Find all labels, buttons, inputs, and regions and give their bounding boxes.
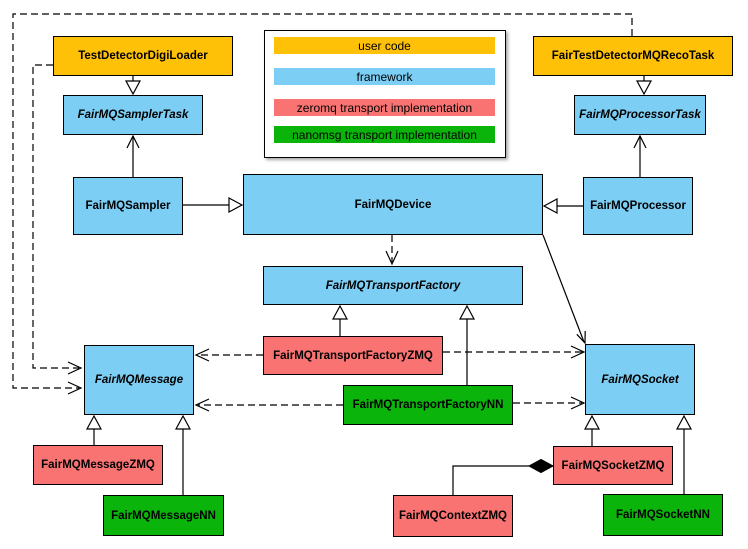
legend-item-nanomsg: nanomsg transport implementation	[274, 126, 495, 143]
edge-device-socket	[542, 234, 586, 345]
legend-item-user-code: user code	[274, 37, 495, 54]
edge-factorynn-factory	[458, 304, 476, 385]
edge-digiloader-samplertask	[124, 76, 142, 96]
legend-item-framework: framework	[274, 68, 495, 85]
node-fair-test-detector-mq-reco-task: FairTestDetectorMQRecoTask	[533, 36, 733, 76]
edge-digiloader-message	[32, 64, 83, 375]
node-fairmq-sampler-task: FairMQSamplerTask	[63, 95, 203, 135]
edge-device-transportfactory	[385, 235, 399, 266]
node-fairmq-context-zmq: FairMQContextZMQ	[393, 495, 513, 537]
edge-contextzmq-socketzmq	[452, 458, 555, 495]
node-fairmq-processor-task: FairMQProcessorTask	[574, 95, 706, 135]
edge-factorynn-message	[194, 398, 343, 412]
edge-factoryzmq-message	[194, 348, 263, 362]
legend-item-zeromq: zeromq transport implementation	[274, 99, 495, 116]
node-fairmq-processor: FairMQProcessor	[583, 177, 693, 235]
edge-recotask-message	[12, 13, 633, 395]
node-fairmq-transport-factory: FairMQTransportFactory	[263, 266, 523, 305]
node-test-detector-digi-loader: TestDetectorDigiLoader	[53, 36, 233, 76]
edge-socketzmq-socket	[583, 414, 601, 446]
node-fairmq-socket: FairMQSocket	[585, 344, 695, 415]
edge-factorynn-socket	[513, 396, 586, 410]
node-fairmq-socket-zmq: FairMQSocketZMQ	[553, 446, 673, 485]
node-fairmq-socket-nn: FairMQSocketNN	[603, 494, 723, 536]
node-fairmq-message-zmq: FairMQMessageZMQ	[33, 445, 163, 485]
edge-processor-device	[542, 197, 583, 215]
edge-messagezmq-message	[85, 414, 103, 445]
legend: user code framework zeromq transport imp…	[264, 30, 506, 158]
edge-factoryzmq-socket	[443, 345, 586, 359]
node-fairmq-transport-factory-zmq: FairMQTransportFactoryZMQ	[263, 336, 443, 375]
node-fairmq-transport-factory-nn: FairMQTransportFactoryNN	[343, 385, 513, 425]
node-fairmq-message-nn: FairMQMessageNN	[103, 495, 224, 536]
node-fairmq-sampler: FairMQSampler	[73, 177, 183, 235]
edge-socketnn-socket	[675, 414, 693, 494]
node-fairmq-device: FairMQDevice	[243, 174, 543, 235]
edge-processor-processortask	[633, 134, 647, 177]
edge-messagenn-message	[174, 414, 192, 495]
node-fairmq-message: FairMQMessage	[84, 345, 194, 415]
edge-factoryzmq-factory	[331, 304, 349, 336]
edge-sampler-samplertask	[126, 134, 140, 177]
edge-sampler-device	[183, 196, 244, 214]
edge-recotask-processortask	[635, 76, 653, 96]
